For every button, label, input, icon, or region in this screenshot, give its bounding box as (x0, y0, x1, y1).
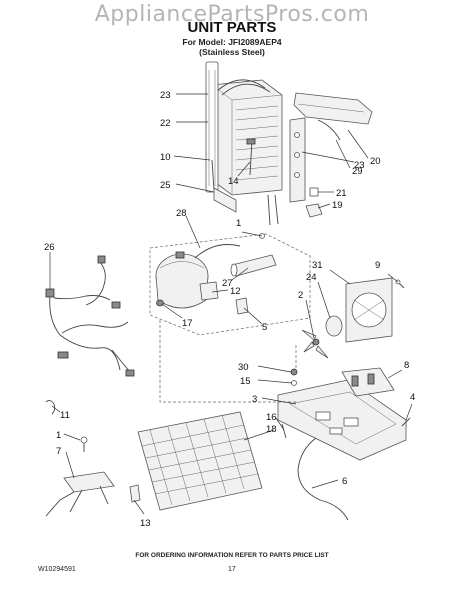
evaporator-assembly (205, 61, 373, 226)
callout-13: 13 (140, 518, 151, 529)
callout-labels: 23 22 10 25 14 23 20 29 21 19 28 1 26 27… (44, 90, 415, 529)
leader-lines (49, 93, 413, 515)
compressor-assembly (149, 233, 311, 336)
callout-6: 6 (342, 476, 347, 487)
callout-1-upper: 1 (236, 218, 241, 229)
watermark-text: AppliancePartsPros.com (94, 2, 370, 27)
callout-19: 19 (332, 200, 343, 211)
callout-4: 4 (410, 392, 415, 403)
callout-12: 12 (230, 286, 241, 297)
callout-1-lower: 1 (56, 430, 61, 441)
small-parts-left (45, 399, 115, 517)
condenser-coil (129, 411, 287, 511)
callout-7: 7 (56, 446, 61, 457)
diagram-title: UNIT PARTS (187, 19, 277, 36)
callout-16: 16 (266, 412, 277, 423)
callout-18: 18 (266, 424, 277, 435)
callout-23-right: 23 (354, 160, 365, 171)
callout-17: 17 (182, 318, 193, 329)
callout-11: 11 (60, 410, 70, 421)
callout-10: 10 (160, 152, 171, 163)
callout-3: 3 (252, 394, 257, 405)
callout-24: 24 (306, 272, 317, 283)
callout-31: 31 (312, 260, 323, 271)
callout-21: 21 (336, 188, 347, 199)
callout-26: 26 (44, 242, 55, 253)
document-number: W10294591 (38, 566, 76, 573)
callout-15: 15 (240, 376, 251, 387)
callout-2: 2 (298, 290, 303, 301)
callout-25: 25 (160, 180, 171, 191)
callout-28: 28 (176, 208, 187, 219)
machine-compartment-base (159, 320, 411, 461)
callout-27: 27 (222, 278, 233, 289)
callout-22: 22 (160, 118, 171, 129)
callout-8: 8 (404, 360, 409, 371)
callout-23: 23 (160, 90, 171, 101)
callout-29: 29 (352, 166, 363, 177)
condenser-fan-assembly (301, 277, 405, 359)
page-number: 17 (228, 566, 236, 573)
callout-5: 5 (262, 322, 267, 333)
finish-line: (Stainless Steel) (199, 47, 265, 57)
wiring-harness (45, 255, 135, 377)
callout-30: 30 (238, 362, 249, 373)
callout-14: 14 (228, 176, 239, 187)
ordering-note: FOR ORDERING INFORMATION REFER TO PARTS … (135, 552, 329, 559)
model-line: For Model: JFI2089AEP4 (182, 37, 282, 47)
drain-tube (297, 437, 349, 521)
callout-9: 9 (375, 260, 380, 271)
callout-20: 20 (370, 156, 381, 167)
